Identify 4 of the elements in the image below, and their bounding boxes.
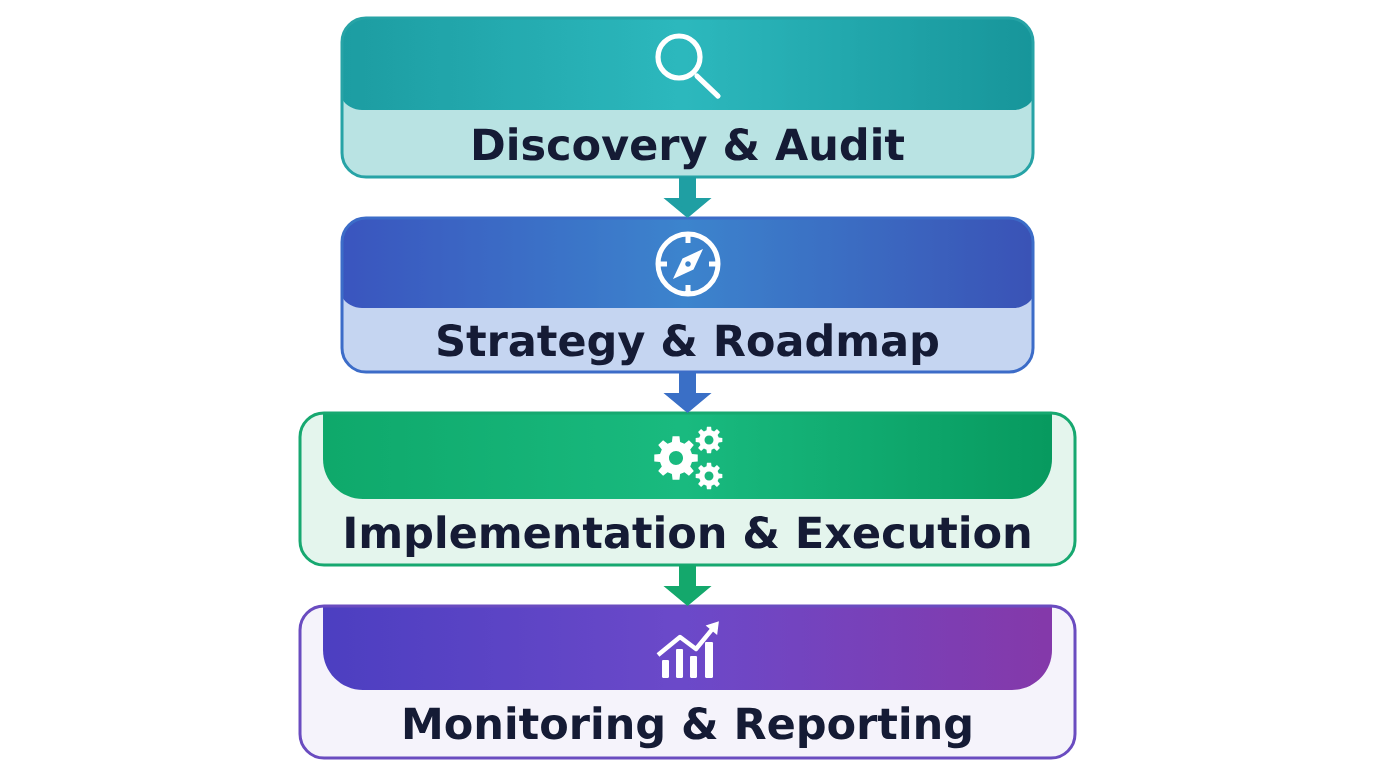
step-box: Implementation & Execution	[298, 411, 1077, 567]
step-box: Monitoring & Reporting	[298, 604, 1077, 760]
step-box: Strategy & Roadmap	[340, 216, 1035, 374]
step-box: Discovery & Audit	[340, 16, 1035, 179]
